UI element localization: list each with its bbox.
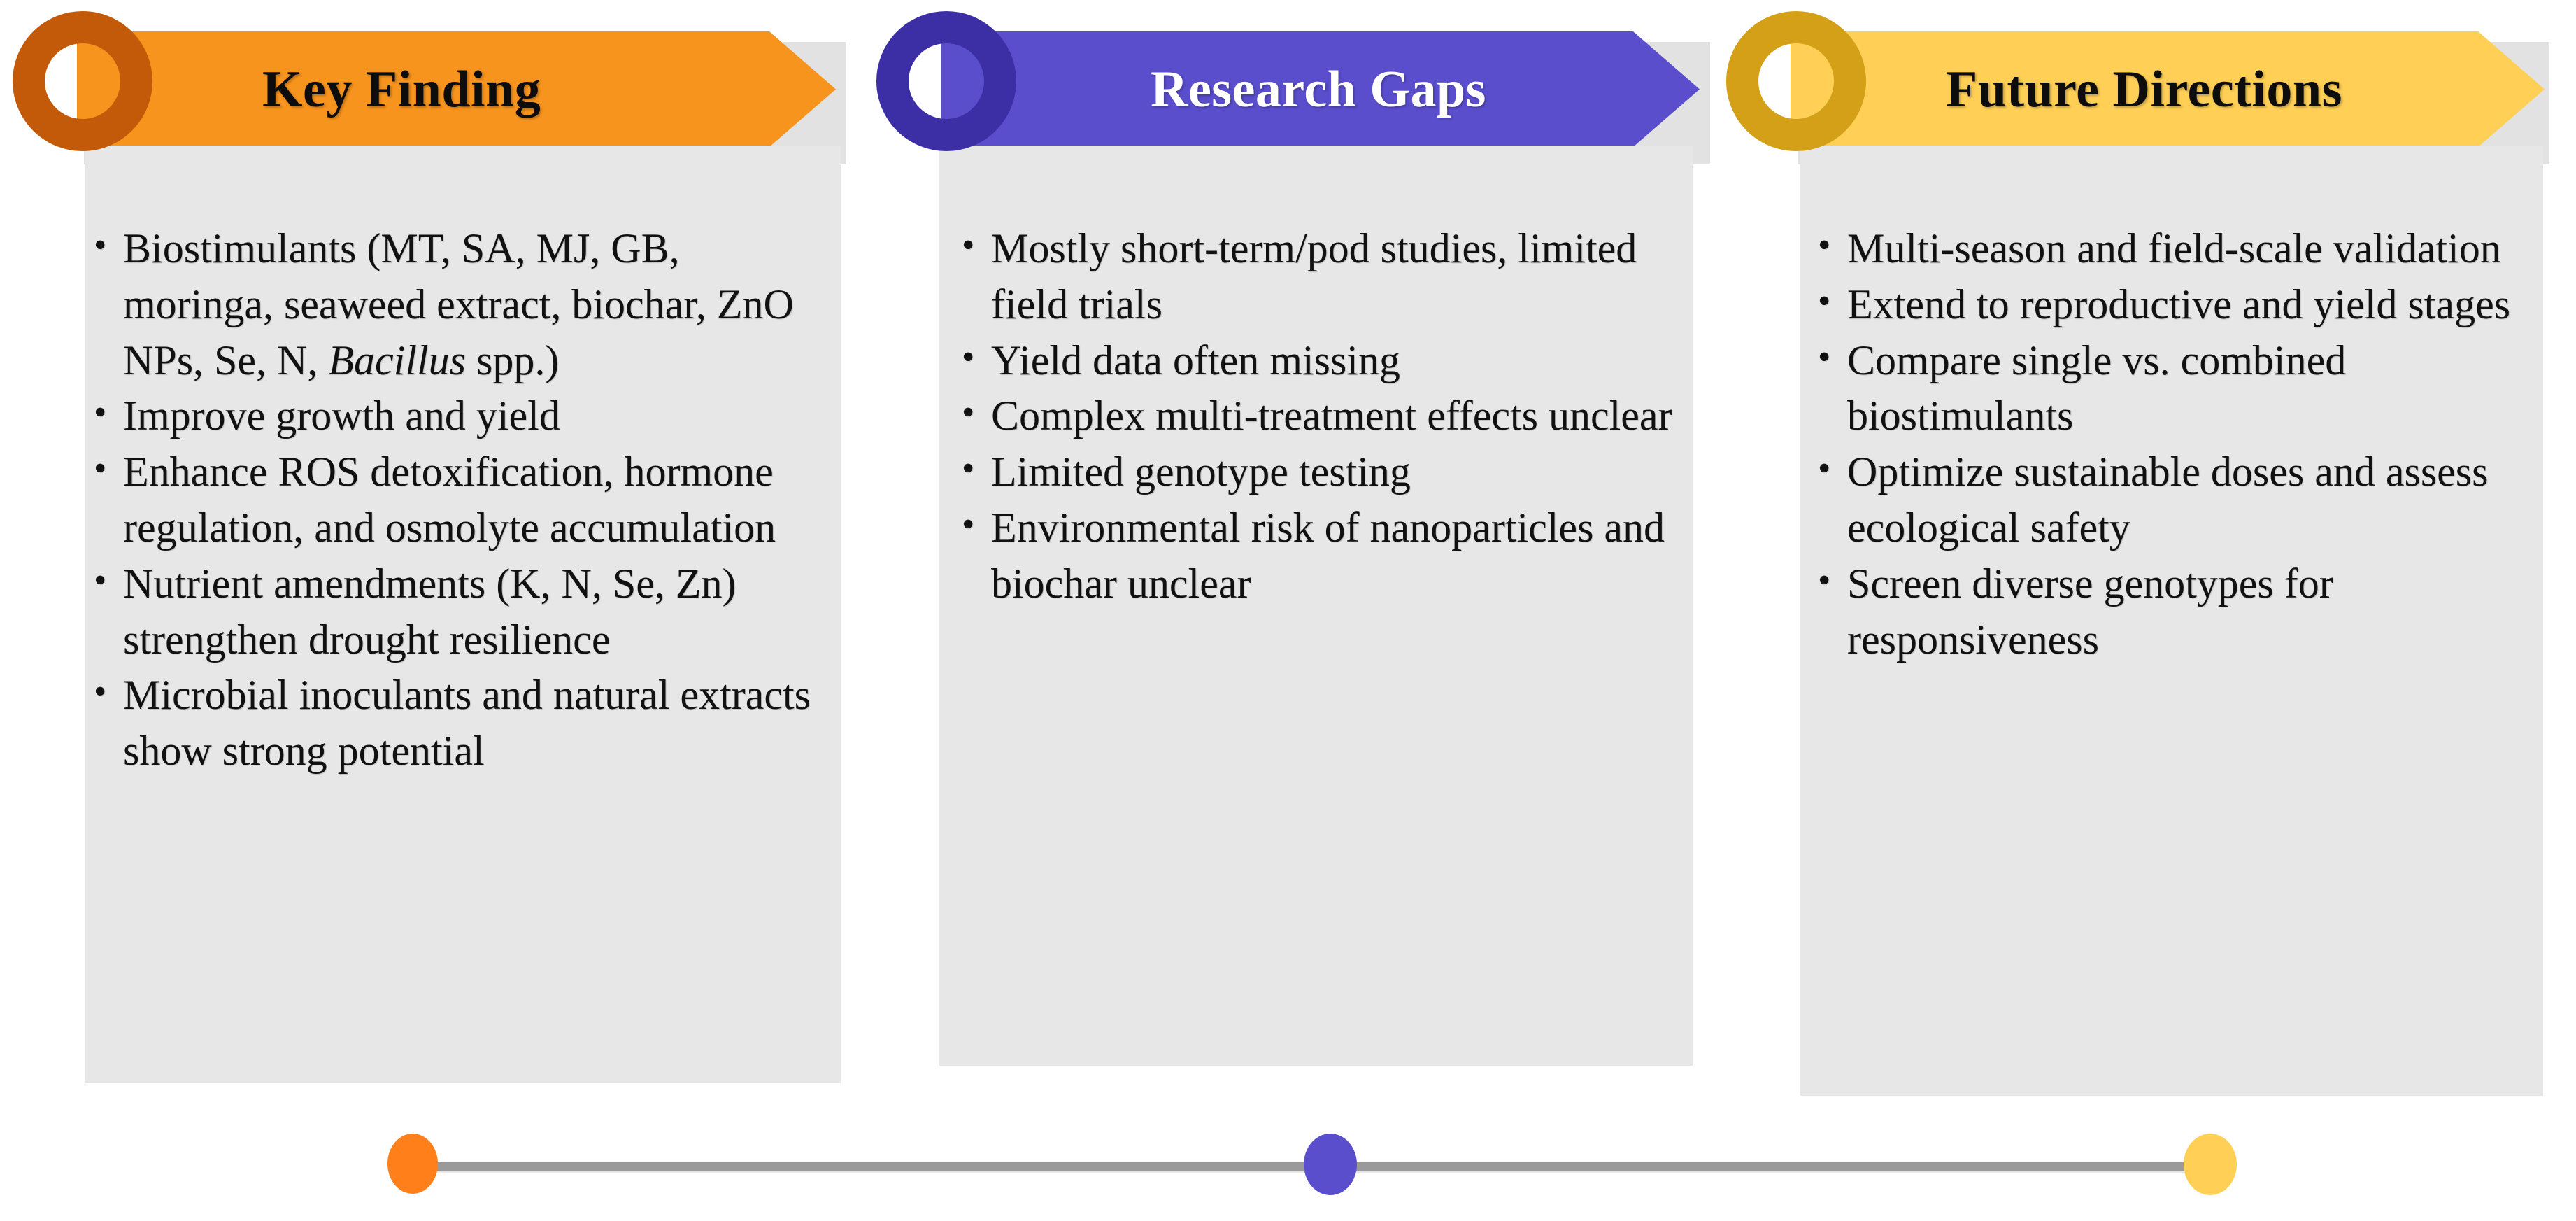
bullet-item: Limited genotype testing <box>959 444 1686 500</box>
bullet-item: Compare single vs. combined biostimulant… <box>1815 333 2538 445</box>
ring-icon-key-finding <box>13 11 152 151</box>
bullet-list-key-finding: Biostimulants (MT, SA, MJ, GB, moringa, … <box>91 221 834 779</box>
content-panel-research-gaps: Mostly short-term/pod studies, limited f… <box>939 146 1693 1066</box>
timeline-dot-key-finding[interactable] <box>387 1134 438 1194</box>
timeline-segment-left <box>413 1162 1336 1171</box>
bullet-item: Yield data often missing <box>959 333 1686 389</box>
arrow-banner-research-gaps[interactable]: Research Gaps <box>941 31 1700 147</box>
bullet-item: Nutrient amendments (K, N, Se, Zn) stren… <box>91 556 834 668</box>
arrow-banner-key-finding[interactable]: Key Finding <box>77 31 836 147</box>
bullet-item: Biostimulants (MT, SA, MJ, GB, moringa, … <box>91 221 834 388</box>
arrow-banner-future-directions[interactable]: Future Directions <box>1791 31 2545 147</box>
bullet-item: Enhance ROS detoxification, hormone regu… <box>91 444 834 556</box>
bullet-item: Microbial inoculants and natural extract… <box>91 668 834 779</box>
timeline-dot-future-directions[interactable] <box>2184 1134 2237 1195</box>
bullet-item: Environmental risk of nanoparticles and … <box>959 500 1686 612</box>
bullet-list-future-directions: Multi-season and field-scale validationE… <box>1815 221 2538 668</box>
bullet-item: Improve growth and yield <box>91 388 834 444</box>
timeline-segment-right <box>1322 1162 2189 1171</box>
ring-icon-future-directions <box>1726 11 1866 151</box>
timeline-dot-research-gaps[interactable] <box>1304 1134 1357 1195</box>
arrow-title-future-directions: Future Directions <box>1946 60 2342 118</box>
bullet-item: Complex multi-treatment effects unclear <box>959 388 1686 444</box>
arrow-title-research-gaps: Research Gaps <box>1151 60 1486 118</box>
bullet-list-research-gaps: Mostly short-term/pod studies, limited f… <box>959 221 1686 612</box>
content-panel-key-finding: Biostimulants (MT, SA, MJ, GB, moringa, … <box>85 146 841 1083</box>
italic-species-name: Bacillus <box>328 337 467 383</box>
arrow-title-key-finding: Key Finding <box>262 60 541 118</box>
bullet-item: Screen diverse genotypes for responsiven… <box>1815 556 2538 668</box>
ring-icon-research-gaps <box>876 11 1016 151</box>
bullet-item: Optimize sustainable doses and assess ec… <box>1815 444 2538 556</box>
bullet-item: Extend to reproductive and yield stages <box>1815 277 2538 333</box>
bullet-item: Mostly short-term/pod studies, limited f… <box>959 221 1686 333</box>
bullet-item: Multi-season and field-scale validation <box>1815 221 2538 277</box>
content-panel-future-directions: Multi-season and field-scale validationE… <box>1800 146 2543 1096</box>
